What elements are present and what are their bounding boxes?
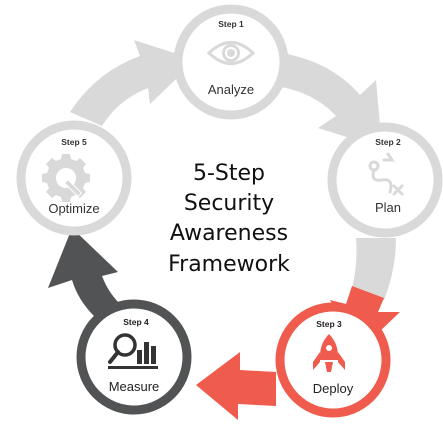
title-line-2: Security bbox=[184, 191, 274, 216]
step-3-label: Step 3 bbox=[316, 319, 342, 329]
cycle-arrows bbox=[48, 40, 400, 420]
chart-magnifier-icon bbox=[108, 333, 158, 369]
gear-wrench-icon bbox=[42, 154, 90, 202]
arrow-step5-to-step1 bbox=[70, 40, 196, 126]
step-5-name: Optimize bbox=[48, 201, 99, 216]
eye-icon bbox=[206, 41, 256, 65]
step-4-name: Measure bbox=[109, 379, 160, 394]
title-line-3: Awareness bbox=[170, 221, 288, 246]
step-2-label: Step 2 bbox=[375, 137, 401, 147]
step-1-label: Step 1 bbox=[218, 19, 244, 29]
step-2[interactable]: Step 2 Plan bbox=[327, 122, 443, 238]
title-line-1: 5-Step bbox=[193, 161, 265, 186]
arrow-step2-to-step3-gray bbox=[352, 238, 396, 300]
step-4-circle bbox=[76, 299, 192, 415]
step-3-name: Deploy bbox=[313, 381, 354, 396]
step-1-name: Analyze bbox=[208, 82, 254, 97]
step-2-name: Plan bbox=[375, 200, 401, 215]
step-4-label: Step 4 bbox=[123, 317, 149, 327]
framework-title: 5-Step Security Awareness Framework bbox=[168, 161, 290, 277]
step-3[interactable]: Step 3 Deploy bbox=[275, 302, 391, 418]
arrow-step4-to-step5 bbox=[48, 228, 120, 316]
arrow-step3-to-step4 bbox=[196, 352, 276, 420]
step-4[interactable]: Step 4 Measure bbox=[76, 299, 192, 415]
rocket-icon bbox=[313, 334, 345, 372]
title-line-4: Framework bbox=[168, 252, 290, 277]
step-5[interactable]: Step 5 Optimize bbox=[16, 120, 132, 236]
step-5-label: Step 5 bbox=[61, 137, 87, 147]
route-plan-icon bbox=[368, 152, 404, 196]
arrow-step1-to-step2 bbox=[276, 52, 382, 148]
step-1[interactable]: Step 1 Analyze bbox=[173, 4, 289, 120]
step-5-circle bbox=[16, 120, 132, 236]
